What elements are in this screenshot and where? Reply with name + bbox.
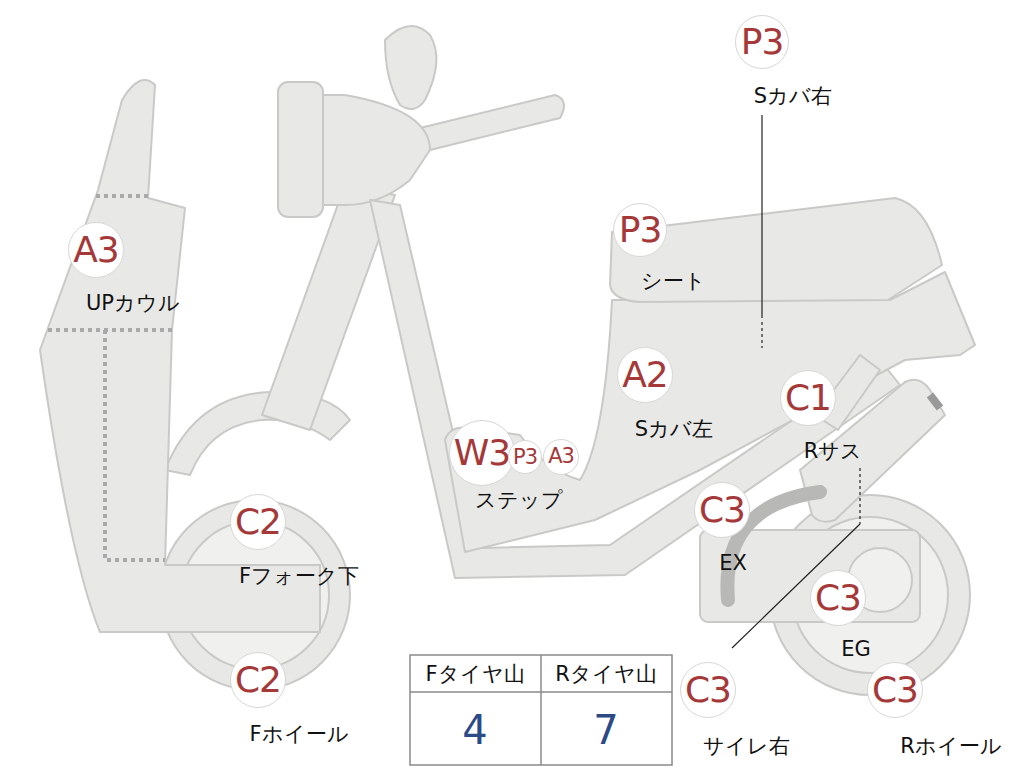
damage-code: P3 [619, 212, 662, 248]
panel-line [105, 330, 165, 560]
damage-code: A3 [548, 446, 574, 467]
table-grid [410, 655, 672, 765]
leader-line [761, 115, 762, 318]
panel-line [48, 328, 172, 332]
damage-code: C2 [235, 504, 281, 540]
callout-circle: A2Sカバ左 [617, 347, 673, 403]
part-name: ステップ [475, 490, 563, 511]
headlight [278, 82, 323, 217]
callout-circle: A3 [543, 439, 579, 475]
damage-code: C3 [872, 672, 918, 708]
damage-code: C1 [785, 380, 831, 416]
part-name: UPカウル [86, 293, 180, 314]
callout-circle: C3EX [694, 482, 750, 538]
damage-code: C3 [815, 580, 861, 616]
front-fender [165, 392, 350, 475]
mirror [385, 26, 436, 109]
table-header: Fタイヤ山 [425, 664, 524, 685]
seat [610, 198, 942, 302]
part-name: EG [841, 638, 871, 659]
front-cowl [40, 80, 320, 632]
callout-circle: P3Sカバ右 [735, 15, 789, 69]
damage-code: P3 [741, 24, 784, 60]
callout-circle: C3EG [810, 570, 866, 626]
callout-circle: C1Rサス [780, 370, 836, 426]
part-name: Sカバ左 [635, 419, 713, 440]
damage-code: P3 [513, 447, 537, 468]
part-name: Fフォーク下 [239, 565, 359, 586]
callout-circle: C3Rホイール [867, 662, 923, 718]
callout-circle: C2Fホイール [230, 652, 286, 708]
table-value: 7 [593, 710, 618, 750]
damage-code: C3 [699, 492, 745, 528]
side-cover [445, 272, 975, 552]
callout-circle: W3ステップ [449, 420, 516, 487]
callout-circle: C2Fフォーク下 [230, 494, 286, 550]
damage-code: A2 [622, 357, 668, 393]
part-name: シート [641, 271, 706, 292]
part-name: サイレ右 [703, 735, 790, 756]
damage-code: C2 [235, 662, 281, 698]
callout-circle: A3UPカウル [68, 222, 124, 278]
damage-code: C3 [685, 672, 731, 708]
panel-line [96, 194, 148, 198]
part-name: Sカバ右 [754, 86, 832, 107]
muffler-tip [930, 395, 940, 408]
damage-code: A3 [73, 232, 119, 268]
table-header: Rタイヤ山 [555, 664, 657, 685]
table-frame [410, 655, 672, 765]
part-name: Rサス [804, 440, 863, 461]
table-value: 4 [462, 710, 487, 750]
leader-line [761, 322, 762, 348]
callout-circle: C3サイレ右 [680, 662, 736, 718]
handlebar [420, 95, 564, 150]
damage-code: W3 [454, 435, 511, 471]
leader-line [859, 468, 860, 524]
callout-circle: P3 [508, 440, 542, 474]
callout-circle: P3シート [613, 203, 667, 257]
part-name: EX [719, 552, 747, 573]
part-name: Fホイール [249, 723, 348, 744]
part-name: Rホイール [900, 735, 1002, 756]
